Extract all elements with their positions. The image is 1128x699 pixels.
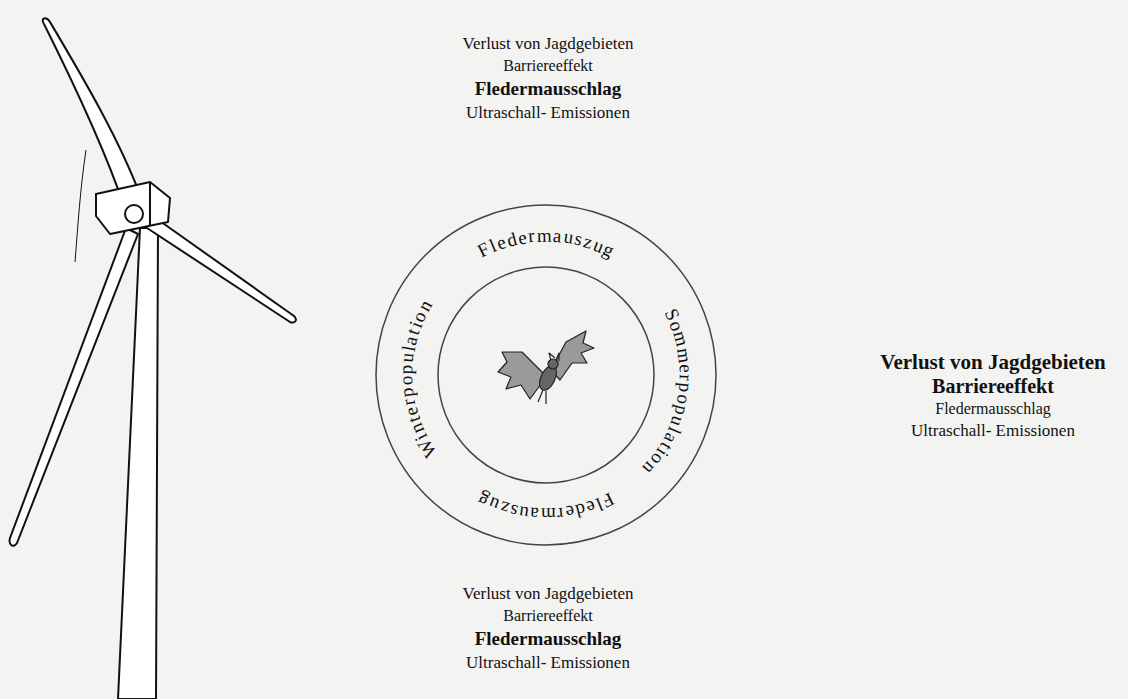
wind-turbine <box>10 18 296 699</box>
arc-label: Sommerpopulation <box>374 203 718 547</box>
bat-figure <box>498 331 594 404</box>
impact-label: Verlust von Jagdgebieten <box>463 584 634 604</box>
rotor-hub <box>125 205 143 223</box>
rotor-blade <box>144 214 296 323</box>
impact-label: Barriereeffekt <box>503 607 592 625</box>
impact-label: Ultraschall- Emissionen <box>466 653 630 673</box>
impact-label: Ultraschall- Emissionen <box>911 421 1075 441</box>
rotor-blade <box>10 228 138 546</box>
inner-circle <box>438 267 654 483</box>
nacelle <box>96 182 170 234</box>
ring-outline <box>374 203 718 547</box>
population-ring: FledermauszugSommerpopulationFledermausz… <box>374 203 718 547</box>
impact-label: Verlust von Jagdgebieten <box>880 350 1106 374</box>
nacelle-edge <box>149 182 151 226</box>
impact-label: Ultraschall- Emissionen <box>466 103 630 123</box>
tower <box>118 228 158 699</box>
rotor-blade <box>43 18 142 206</box>
arc-label: Fledermauszug <box>374 203 718 547</box>
impact-label: Fledermausschlag <box>475 628 622 650</box>
arc-label: Winterpopulation <box>374 203 718 547</box>
arc-label: Fledermauszug <box>374 203 718 547</box>
impact-label: Fledermausschlag <box>935 400 1051 418</box>
impact-label: Barriereeffekt <box>503 57 592 75</box>
impact-label: Barriereeffekt <box>932 375 1054 398</box>
outer-circle <box>376 205 716 545</box>
lightning-rod <box>75 150 86 262</box>
impact-label: Fledermausschlag <box>475 78 622 100</box>
impact-label: Verlust von Jagdgebieten <box>463 34 634 54</box>
